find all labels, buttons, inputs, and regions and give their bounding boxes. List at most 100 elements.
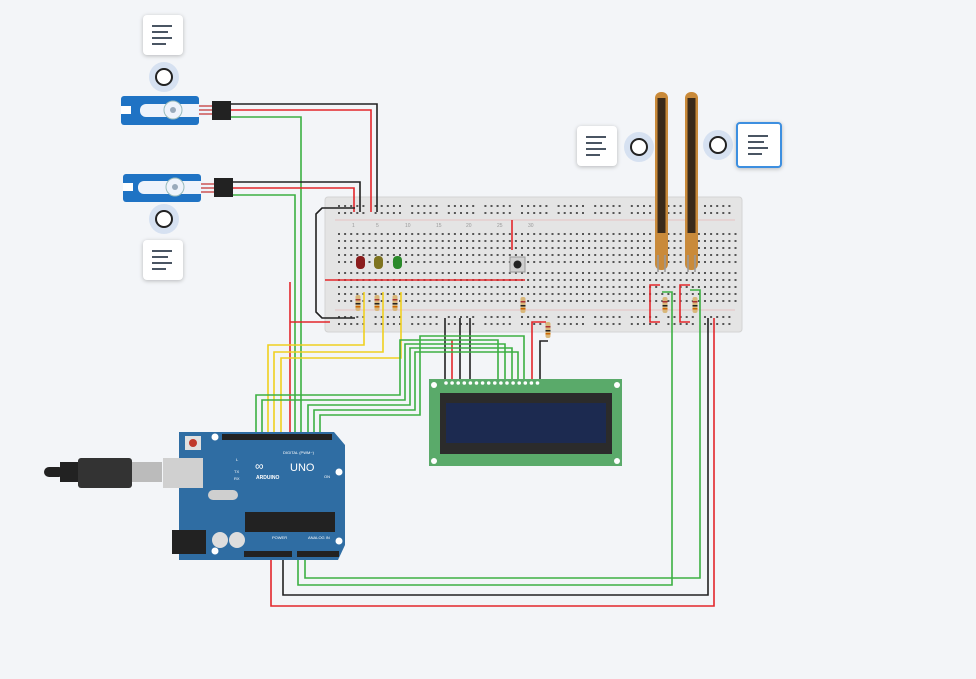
breadboard-hole[interactable] [484, 286, 487, 288]
breadboard-hole[interactable] [472, 247, 475, 249]
breadboard-hole[interactable] [551, 261, 554, 263]
breadboard-hole[interactable] [722, 293, 725, 295]
breadboard-hole[interactable] [545, 300, 548, 302]
breadboard-hole[interactable] [441, 286, 444, 288]
breadboard-hole[interactable] [557, 233, 560, 235]
breadboard-hole[interactable] [612, 240, 615, 242]
breadboard-hole[interactable] [575, 205, 578, 207]
breadboard-hole[interactable] [490, 293, 493, 295]
breadboard-hole[interactable] [386, 323, 389, 325]
breadboard-hole[interactable] [411, 323, 414, 325]
breadboard-hole[interactable] [630, 254, 633, 256]
breadboard-hole[interactable] [496, 300, 499, 302]
breadboard-hole[interactable] [362, 247, 365, 249]
breadboard-hole[interactable] [429, 293, 432, 295]
breadboard-hole[interactable] [618, 247, 621, 249]
breadboard-hole[interactable] [368, 261, 371, 263]
note-icon[interactable] [577, 126, 617, 166]
breadboard-hole[interactable] [588, 240, 591, 242]
breadboard-hole[interactable] [521, 254, 523, 256]
resistor[interactable] [520, 297, 526, 313]
breadboard-hole[interactable] [722, 316, 725, 318]
breadboard-hole[interactable] [722, 279, 725, 281]
breadboard-hole[interactable] [588, 272, 591, 274]
breadboard-hole[interactable] [435, 316, 438, 318]
breadboard-hole[interactable] [417, 240, 420, 242]
breadboard-hole[interactable] [618, 254, 621, 256]
breadboard-hole[interactable] [490, 240, 493, 242]
breadboard-hole[interactable] [405, 247, 408, 249]
breadboard-hole[interactable] [472, 261, 475, 263]
breadboard-hole[interactable] [490, 233, 493, 235]
breadboard-hole[interactable] [679, 279, 682, 281]
breadboard-hole[interactable] [600, 212, 603, 214]
breadboard-hole[interactable] [649, 212, 652, 214]
breadboard-hole[interactable] [575, 272, 578, 274]
lcd-pin[interactable] [523, 381, 528, 385]
breadboard-hole[interactable] [417, 286, 420, 288]
breadboard-hole[interactable] [435, 212, 438, 214]
breadboard-hole[interactable] [734, 272, 737, 274]
breadboard-hole[interactable] [588, 254, 591, 256]
breadboard-hole[interactable] [673, 316, 676, 318]
breadboard-hole[interactable] [521, 240, 523, 242]
breadboard-hole[interactable] [722, 272, 725, 274]
breadboard-hole[interactable] [624, 247, 627, 249]
breadboard-hole[interactable] [490, 205, 493, 207]
breadboard-hole[interactable] [466, 286, 469, 288]
breadboard-hole[interactable] [710, 205, 713, 207]
breadboard-hole[interactable] [411, 212, 414, 214]
breadboard-hole[interactable] [661, 293, 664, 295]
breadboard-hole[interactable] [478, 247, 481, 249]
breadboard-hole[interactable] [472, 272, 475, 274]
breadboard-hole[interactable] [594, 233, 597, 235]
breadboard-hole[interactable] [502, 293, 505, 295]
breadboard-hole[interactable] [667, 323, 670, 325]
breadboard-hole[interactable] [496, 293, 499, 295]
breadboard-hole[interactable] [533, 212, 536, 214]
breadboard-hole[interactable] [630, 233, 633, 235]
breadboard-hole[interactable] [423, 272, 426, 274]
breadboard-hole[interactable] [612, 261, 615, 263]
breadboard-hole[interactable] [417, 205, 420, 207]
breadboard-hole[interactable] [667, 205, 670, 207]
breadboard-hole[interactable] [527, 286, 530, 288]
breadboard-hole[interactable] [527, 240, 530, 242]
breadboard-hole[interactable] [502, 286, 505, 288]
breadboard-hole[interactable] [557, 261, 560, 263]
breadboard-hole[interactable] [600, 300, 603, 302]
breadboard-hole[interactable] [496, 247, 499, 249]
breadboard-hole[interactable] [545, 316, 548, 318]
breadboard-hole[interactable] [704, 212, 706, 214]
breadboard-hole[interactable] [697, 272, 700, 274]
breadboard-hole[interactable] [667, 286, 670, 288]
breadboard-hole[interactable] [557, 300, 560, 302]
breadboard-hole[interactable] [594, 212, 597, 214]
lcd-pin[interactable] [517, 381, 521, 385]
breadboard-hole[interactable] [636, 323, 639, 325]
breadboard-hole[interactable] [344, 212, 347, 214]
breadboard-hole[interactable] [643, 279, 645, 281]
led-yellow[interactable] [374, 256, 383, 269]
breadboard-hole[interactable] [594, 261, 597, 263]
breadboard-hole[interactable] [569, 212, 572, 214]
breadboard-hole[interactable] [728, 261, 731, 263]
breadboard-hole[interactable] [478, 233, 481, 235]
breadboard-hole[interactable] [460, 261, 462, 263]
breadboard-hole[interactable] [429, 254, 432, 256]
breadboard-hole[interactable] [612, 316, 615, 318]
breadboard-hole[interactable] [594, 205, 597, 207]
breadboard-hole[interactable] [466, 233, 469, 235]
breadboard-hole[interactable] [636, 300, 639, 302]
breadboard-hole[interactable] [630, 300, 633, 302]
breadboard-hole[interactable] [460, 205, 462, 207]
breadboard-hole[interactable] [460, 272, 462, 274]
breadboard-hole[interactable] [704, 323, 706, 325]
breadboard-hole[interactable] [374, 272, 377, 274]
breadboard-hole[interactable] [704, 300, 706, 302]
breadboard-hole[interactable] [374, 254, 377, 256]
breadboard-hole[interactable] [673, 300, 676, 302]
breadboard-hole[interactable] [386, 247, 389, 249]
breadboard-hole[interactable] [460, 240, 462, 242]
breadboard-hole[interactable] [435, 247, 438, 249]
